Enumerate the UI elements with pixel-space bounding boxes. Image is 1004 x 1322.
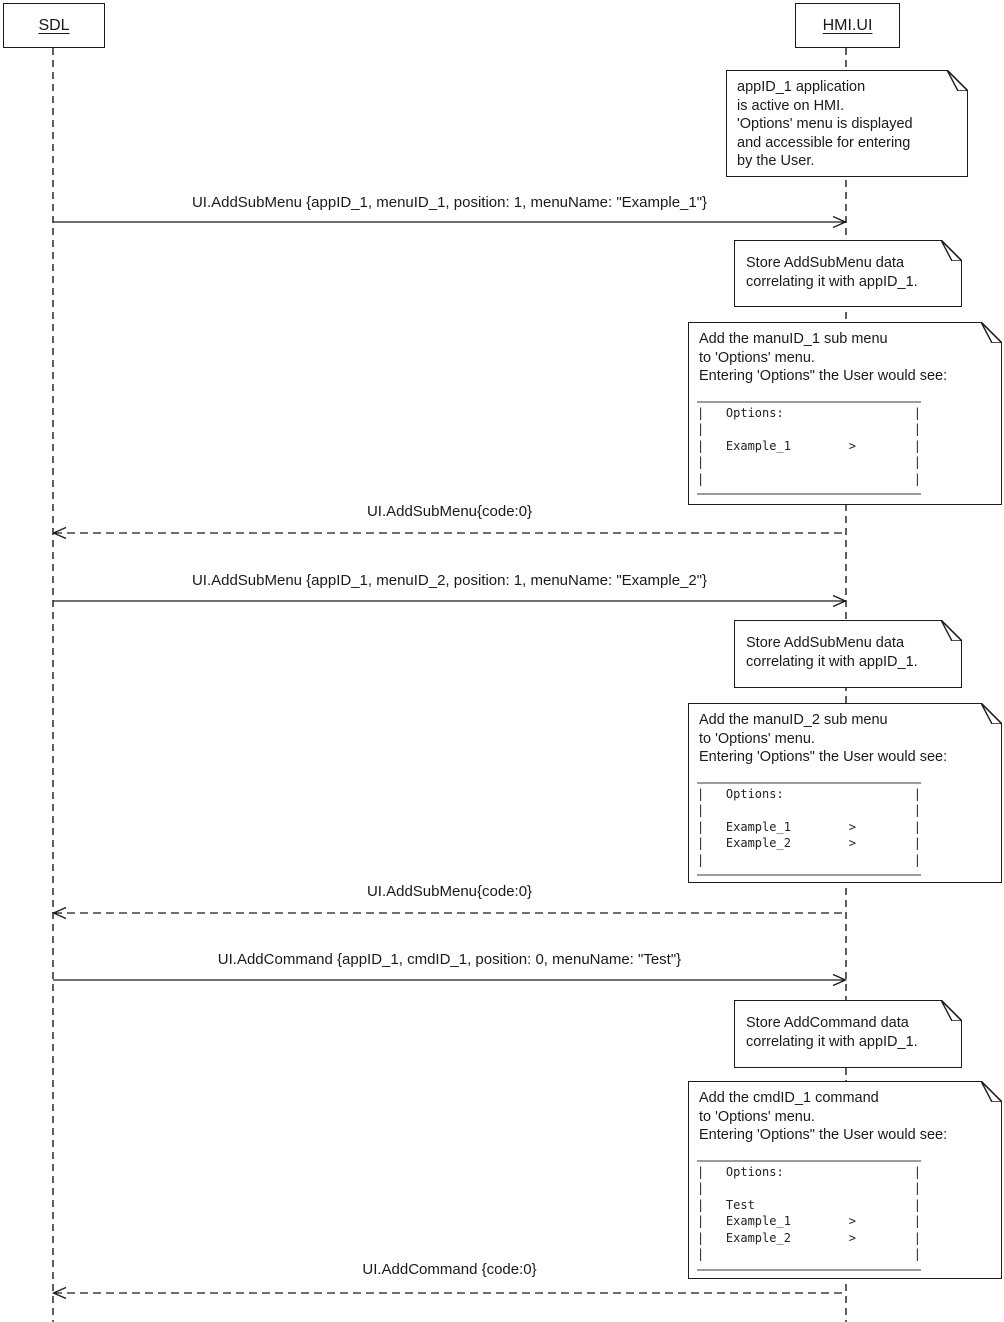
note-fold-icon xyxy=(981,702,1003,724)
note-text: Store AddCommand data correlating it wit… xyxy=(746,1015,918,1050)
message-label-addsubmenu-response-1: UI.AddSubMenu{code:0} xyxy=(366,503,533,520)
message-arrow-call-3 xyxy=(53,973,848,987)
note-fold-icon xyxy=(947,69,969,91)
message-label-addcommand-response: UI.AddCommand {code:0} xyxy=(362,1261,537,1278)
note-add-command: Add the cmdID_1 command to 'Options' men… xyxy=(688,1080,1003,1279)
message-arrow-return-2 xyxy=(51,906,846,920)
actor-box-hmi-ui: HMI.UI xyxy=(795,3,900,48)
note-text: Add the manuID_1 sub menu to 'Options' m… xyxy=(699,331,948,385)
message-arrow-return-1 xyxy=(51,526,846,540)
note-store-addcommand: Store AddCommand data correlating it wit… xyxy=(734,999,963,1068)
note-add-submenu-2: Add the manuID_2 sub menu to 'Options' m… xyxy=(688,702,1003,883)
actor-label-sdl: SDL xyxy=(38,16,70,34)
message-label-addsubmenu-response-2: UI.AddSubMenu{code:0} xyxy=(366,883,533,900)
note-store-addsubmenu-1: Store AddSubMenu data correlating it wit… xyxy=(734,239,963,307)
note-fold-icon xyxy=(941,999,963,1021)
note-text: Store AddSubMenu data correlating it wit… xyxy=(746,255,918,290)
message-arrow-call-2 xyxy=(53,594,848,608)
note-add-submenu-1: Add the manuID_1 sub menu to 'Options' m… xyxy=(688,321,1003,505)
note-fold-icon xyxy=(981,321,1003,343)
message-arrow-return-3 xyxy=(51,1286,846,1300)
options-menu-preview-2: | Options: | | | | Example_1 > | | Examp… xyxy=(697,781,921,877)
message-arrow-call-1 xyxy=(53,215,848,229)
actor-box-sdl: SDL xyxy=(3,3,105,48)
note-fold-icon xyxy=(941,619,963,641)
note-fold-icon xyxy=(941,239,963,261)
note-text: appID_1 application is active on HMI. 'O… xyxy=(737,79,913,170)
note-text: Add the manuID_2 sub menu to 'Options' m… xyxy=(699,712,948,766)
note-store-addsubmenu-2: Store AddSubMenu data correlating it wit… xyxy=(734,619,963,688)
message-label-addcommand: UI.AddCommand {appID_1, cmdID_1, positio… xyxy=(217,951,682,968)
actor-label-hmi-ui: HMI.UI xyxy=(822,16,873,34)
message-label-addsubmenu-1: UI.AddSubMenu {appID_1, menuID_1, positi… xyxy=(191,194,708,211)
message-label-addsubmenu-2: UI.AddSubMenu {appID_1, menuID_2, positi… xyxy=(191,572,708,589)
note-app-active: appID_1 application is active on HMI. 'O… xyxy=(726,69,969,177)
note-text: Add the cmdID_1 command to 'Options' men… xyxy=(699,1090,948,1144)
note-text: Store AddSubMenu data correlating it wit… xyxy=(746,635,918,670)
options-menu-preview-1: | Options: | | | | Example_1 > | | | | | xyxy=(697,400,921,496)
note-fold-icon xyxy=(981,1080,1003,1102)
options-menu-preview-3: | Options: | | | | Test | | Example_1 > … xyxy=(697,1159,921,1271)
